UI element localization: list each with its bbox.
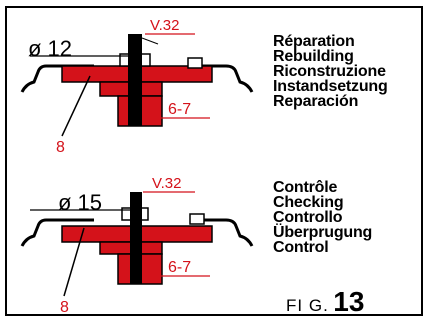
bottom-lang-fr: Contrôle — [273, 179, 338, 196]
figure-number: 13 — [333, 286, 365, 317]
bottom-language-list: Contrôle Checking Controllo Überprugung … — [273, 179, 373, 256]
top-valve-label: V.32 — [150, 17, 179, 34]
top-lang-en: Rebuilding — [273, 48, 354, 65]
bottom-diameter-label: ø 15 — [58, 190, 102, 215]
bottom-lang-it: Controllo — [273, 209, 343, 226]
figure-caption: FI G. 13 — [286, 286, 364, 318]
top-parts-label: 6-7 — [168, 101, 191, 118]
bottom-assembly: ø 15 V.32 6-7 8 — [20, 175, 254, 316]
bottom-body-label: 8 — [60, 299, 69, 316]
bottom-stem — [130, 192, 142, 284]
bottom-lang-en: Checking — [273, 194, 344, 211]
figure-frame — [5, 6, 423, 316]
top-lang-it: Riconstruzione — [273, 63, 386, 80]
bottom-valve-label: V.32 — [152, 175, 181, 192]
top-lang-es: Reparación — [273, 93, 359, 110]
bottom-parts-label: 6-7 — [168, 259, 191, 276]
top-assembly: ø 12 V.32 6-7 8 — [20, 17, 254, 156]
top-language-list: Réparation Rebuilding Riconstruzione Ins… — [273, 33, 388, 110]
figure-prefix: FI G — [286, 296, 324, 315]
top-body-label: 8 — [56, 139, 65, 156]
figure-dot: . — [323, 296, 329, 315]
top-lang-de: Instandsetzung — [273, 78, 388, 95]
top-diameter-label: ø 12 — [28, 36, 72, 61]
bottom-lang-es: Control — [273, 239, 329, 256]
top-lang-fr: Réparation — [273, 33, 355, 50]
bottom-lang-de: Überprugung — [273, 224, 373, 241]
top-stem — [128, 34, 142, 126]
